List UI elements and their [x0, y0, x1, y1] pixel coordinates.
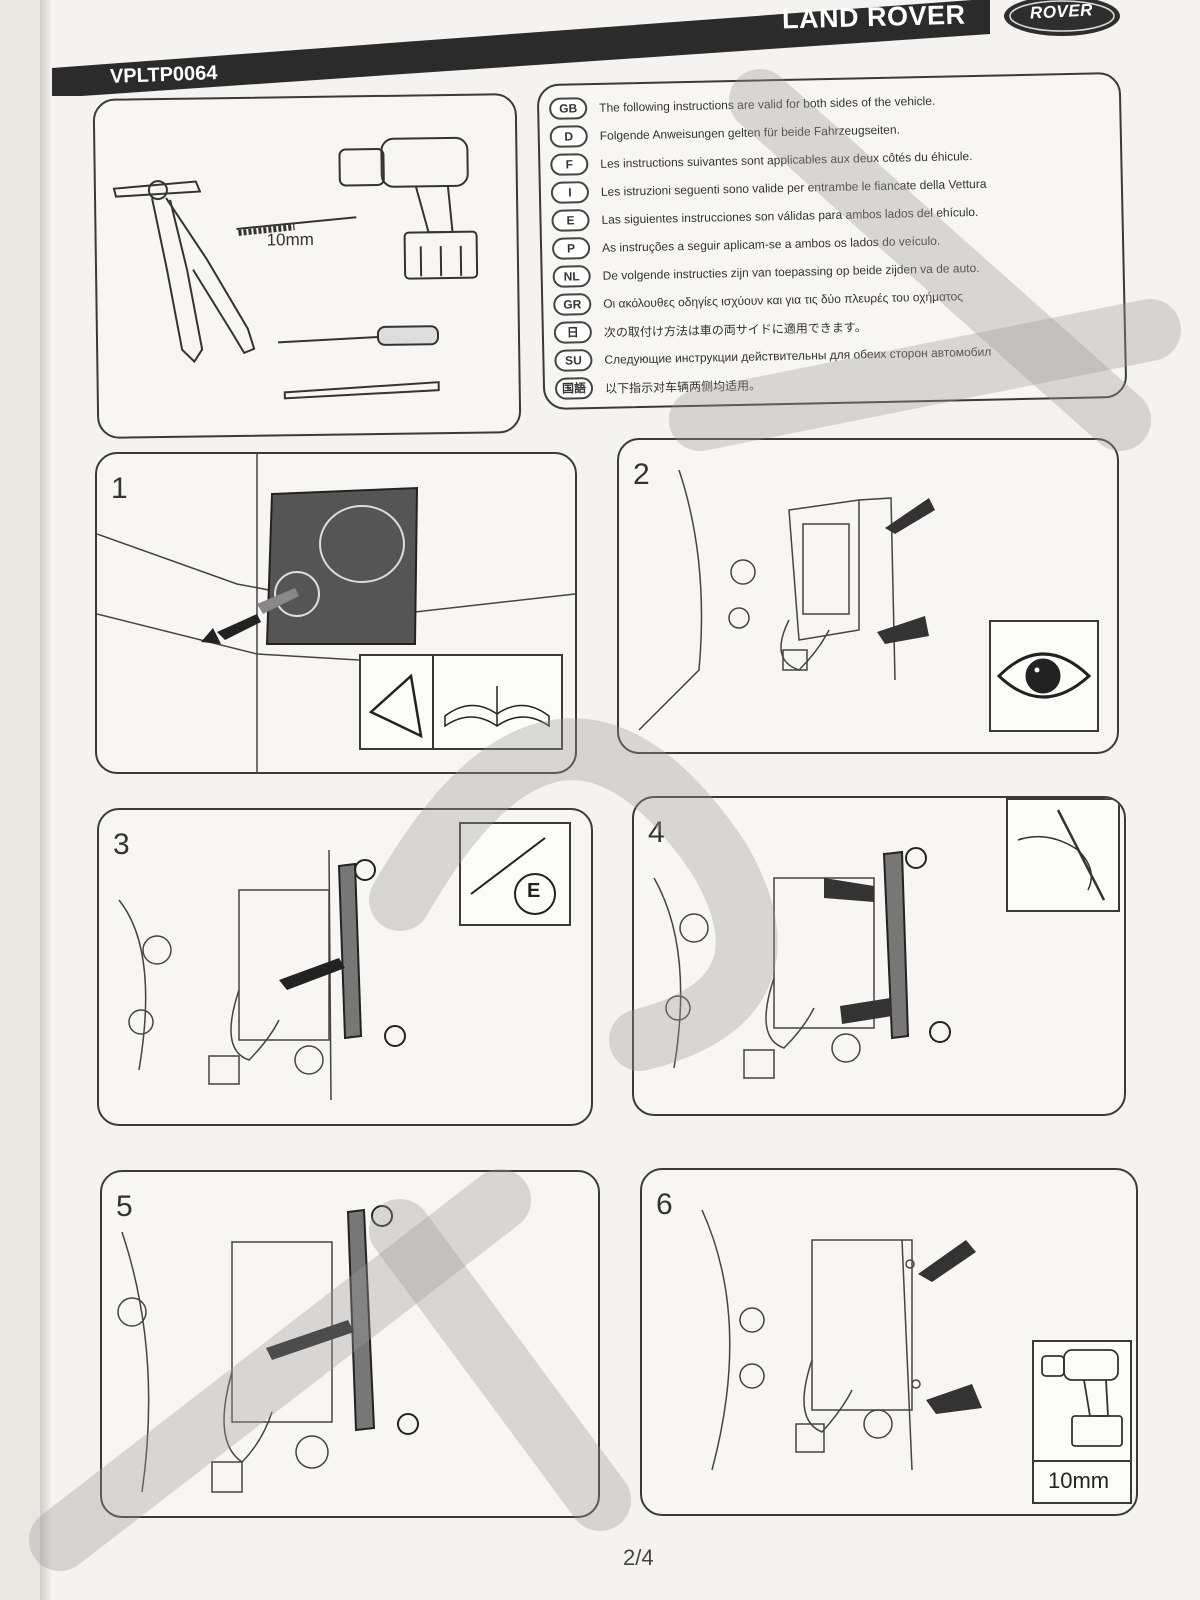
pencil-icon [283, 381, 440, 400]
part-inset: E [459, 822, 571, 926]
arrow-icon [279, 958, 345, 990]
language-code: 日 [553, 321, 593, 344]
instruction-text: 以下指示对车辆两侧均适用。 [604, 378, 762, 396]
language-code: P [551, 237, 591, 260]
language-code: F [550, 153, 589, 176]
instruction-row: 日次の取付け方法は車の両サイドに適用できます。 [553, 313, 867, 346]
step-5-panel: 5 [100, 1170, 600, 1518]
instruction-text: Οι ακόλουθες οδηγίες ισχύουν και για τις… [603, 289, 964, 311]
instruction-text: 次の取付け方法は車の両サイドに適用できます。 [603, 319, 867, 340]
language-code: GR [553, 293, 592, 316]
bracket-icon [882, 847, 951, 1043]
brand-name: LAND ROVER [781, 0, 966, 35]
page-number: 2/4 [623, 1545, 654, 1570]
inspect-inset [989, 620, 1099, 732]
step-5-illustration [117, 1205, 419, 1493]
eye-warning-icon [368, 673, 423, 739]
step-number: 1 [111, 472, 128, 505]
header-bar [52, 0, 990, 96]
manual-book-icon [444, 686, 550, 728]
tail-lamp-icon [265, 486, 419, 645]
step-2-illustration [638, 469, 935, 731]
instruction-text: Следующие инструкции действительны для о… [604, 344, 992, 367]
language-code: E [551, 209, 590, 232]
instructions-panel: GB The following instructions are valid f… [536, 71, 1128, 411]
instruction-text: De volgende instructies zijn van toepass… [602, 260, 980, 283]
instruction-text: Les istruzioni seguenti sono valide per … [600, 176, 987, 199]
bracket-icon [346, 1205, 419, 1435]
language-code: I [550, 181, 590, 204]
language-code: SU [554, 349, 593, 372]
step-3-panel: 3 E [97, 808, 593, 1126]
instruction-text: As instruções a seguir aplicam-se a ambo… [601, 233, 941, 255]
instruction-text: Folgende Anweisungen gelten für beide Fa… [599, 122, 901, 143]
arrow-icon [824, 878, 892, 1024]
drill-size-label: 10mm [1048, 1468, 1110, 1493]
hand-pencil-icon [1017, 809, 1106, 901]
arrow-icon [201, 588, 299, 644]
step-6-panel: 6 10mm [640, 1168, 1138, 1516]
step-6-illustration [701, 1209, 982, 1471]
land-rover-logo [1004, 0, 1120, 36]
marking-inset [1006, 798, 1120, 912]
step-number: 4 [648, 816, 665, 849]
step-number: 3 [113, 828, 130, 861]
step-number: 6 [656, 1188, 673, 1221]
step-3-illustration [118, 849, 406, 1101]
bracket-icon [337, 859, 406, 1047]
language-code: D [549, 125, 588, 148]
instruction-text: The following instructions are valid for… [599, 93, 936, 115]
instruction-text: Las siguientes instrucciones son válidas… [601, 204, 979, 227]
arrow-icon [266, 1320, 354, 1360]
screwdriver-icon [278, 325, 440, 346]
logo-text: ROVER [1029, 0, 1094, 23]
step-number: 5 [116, 1190, 133, 1223]
tools-panel: 10mm [92, 93, 522, 439]
part-badge: E [527, 880, 541, 902]
document-code: VPLTP0064 [109, 62, 218, 88]
step-1-illustration [97, 454, 575, 772]
drill-bit-icon [236, 216, 357, 236]
step-1-panel: 1 [95, 452, 577, 774]
step-2-panel: 2 [617, 438, 1119, 754]
drill-icon [338, 136, 479, 280]
drill-inset: 10mm [1032, 1340, 1132, 1504]
step-4-illustration [653, 847, 951, 1079]
instruction-text: Les instructions suivantes sont applicab… [600, 149, 973, 171]
arrow-icon [918, 1240, 982, 1414]
language-code: NL [552, 265, 591, 288]
arrow-icon [877, 498, 935, 644]
step-number: 2 [633, 458, 650, 491]
language-code: GB [548, 97, 588, 120]
drill-icon [1041, 1349, 1123, 1447]
bracket-part-icon [470, 837, 546, 895]
eye-icon [996, 652, 1092, 699]
language-code: 国語 [554, 377, 594, 400]
drill-bit-size: 10mm [266, 229, 314, 250]
step-4-panel: 4 [632, 796, 1126, 1116]
tools-illustration [112, 136, 479, 400]
instruction-row: 国語以下指示对车辆两侧均适用。 [554, 372, 762, 402]
warning-inset [359, 654, 563, 750]
rivet-gun-icon [112, 180, 256, 364]
